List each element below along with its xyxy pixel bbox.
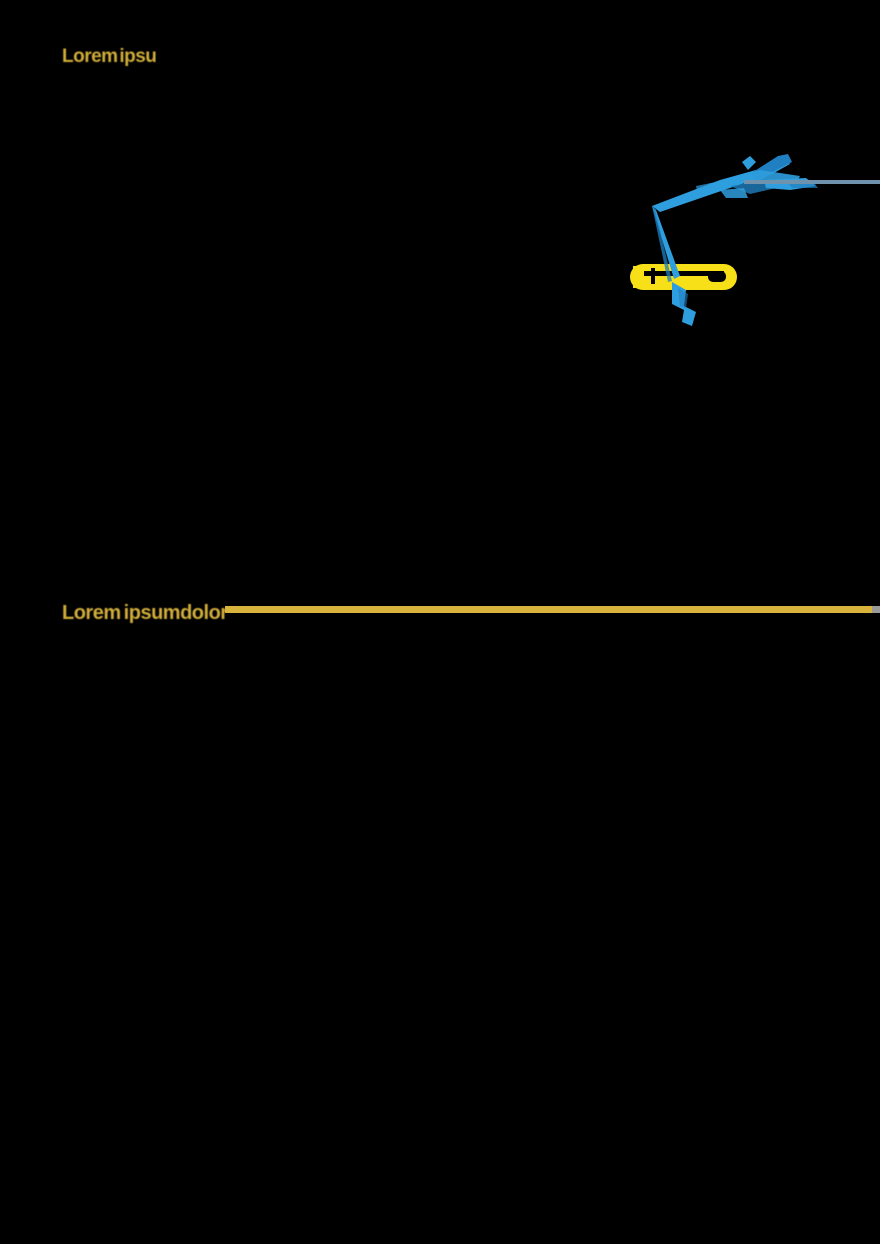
page-title: Lorem ipsu [62,46,157,67]
graphic-horizontal-rule [744,180,880,184]
tail-stroke [672,282,696,326]
badge-shape [630,264,737,290]
section-divider-rule [225,606,872,613]
connector-stroke [652,206,680,282]
section-divider-rule-cap [872,606,880,613]
section-heading: Lorem ipsumdolor [62,602,228,624]
brand-logo-graphic [600,140,880,360]
